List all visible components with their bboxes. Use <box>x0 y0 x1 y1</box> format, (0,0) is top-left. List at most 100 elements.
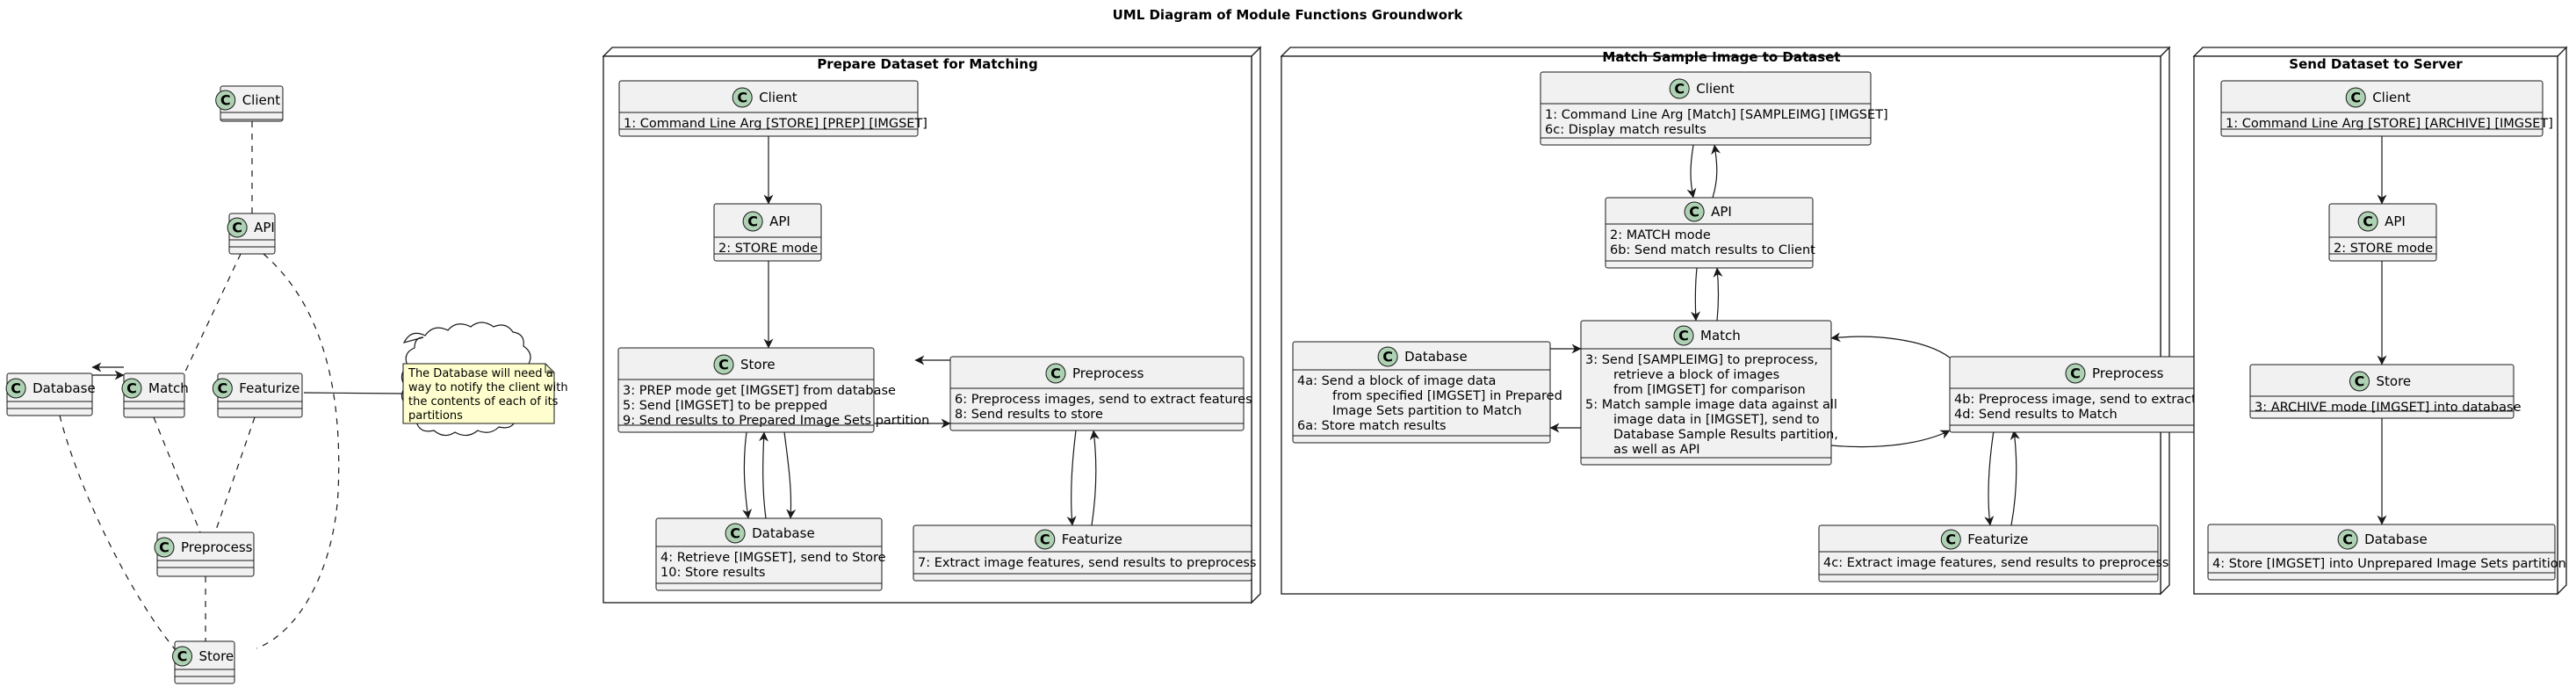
class-name: Client <box>1696 81 1735 97</box>
class-stereotype-icon <box>121 378 142 399</box>
class-name: API <box>1711 204 1732 220</box>
note-connector <box>303 392 403 394</box>
stereotype-letter: C <box>1945 532 1956 548</box>
class-stereotype-icon <box>2337 529 2358 550</box>
class-stereotype-icon <box>2357 211 2378 232</box>
class-stereotype-icon <box>172 646 192 667</box>
class-name: API <box>769 213 790 229</box>
class-stereotype-icon <box>1045 363 1066 384</box>
stereotype-letter: C <box>220 92 231 109</box>
stereotype-letter: C <box>232 220 242 236</box>
class-member: 1: Command Line Arg [Match] [SAMPLEIMG] … <box>1545 108 1888 122</box>
class-name: Preprocess <box>2092 365 2164 381</box>
class-name: Featurize <box>1062 532 1122 547</box>
link-api-match <box>184 253 242 374</box>
diagram-title: UML Diagram of Module Functions Groundwo… <box>1113 7 1464 23</box>
class-stereotype-icon <box>713 354 734 375</box>
class-stereotype-icon <box>2349 371 2370 392</box>
class-member: 4a: Send a block of image data <box>1297 374 1496 388</box>
frame-send-title: Send Dataset to Server <box>2289 56 2463 72</box>
class-name: API <box>2385 213 2406 229</box>
stereotype-letter: C <box>730 525 740 542</box>
class-member: as well as API <box>1613 443 1699 457</box>
class-name: Database <box>752 525 815 541</box>
class-member: 6a: Store match results <box>1297 419 1447 433</box>
class-member: 1: Command Line Arg [STORE] [PREP] [IMGS… <box>624 117 927 131</box>
class-name: Database <box>1404 349 1468 365</box>
class-stereotype-icon <box>725 523 746 544</box>
link-api-store <box>256 253 340 649</box>
class-member: 9: Send results to Prepared Image Sets p… <box>623 414 929 428</box>
class-name: Store <box>199 648 235 664</box>
class-stereotype-icon <box>1684 201 1705 222</box>
class-member: Database Sample Results partition, <box>1613 428 1838 442</box>
class-s-api: C API 2: STORE mode <box>2328 203 2437 262</box>
stereotype-letter: C <box>126 380 137 397</box>
class-stereotype-icon <box>1669 78 1690 99</box>
class-member: 4: Retrieve [IMGSET], send to Store <box>660 551 886 565</box>
class-stereotype-icon <box>227 217 248 238</box>
class-member: 7: Extract image features, send results … <box>918 556 1256 570</box>
class-stereotype-icon <box>742 211 763 232</box>
class-member: 6b: Send match results to Client <box>1610 243 1815 257</box>
class-member: 3: Send [SAMPLEIMG] to preprocess, <box>1585 353 1818 367</box>
link-featurize-preprocess <box>214 416 256 533</box>
class-p-store: C Store 3: PREP mode get [IMGSET] from dat… <box>617 347 929 433</box>
class-member: 10: Store results <box>660 566 765 580</box>
class-member: Image Sets partition to Match <box>1332 404 1522 418</box>
class-member: retrieve a block of images <box>1613 368 1779 382</box>
class-stereotype-icon <box>1377 346 1398 367</box>
class-member: image data in [IMGSET], send to <box>1613 413 1820 427</box>
stereotype-letter: C <box>2355 373 2365 390</box>
stereotype-letter: C <box>2363 213 2373 230</box>
class-stereotype-icon <box>1940 529 1961 550</box>
stereotype-letter: C <box>1040 532 1050 548</box>
class-name: API <box>254 220 275 235</box>
class-name: Client <box>2372 90 2411 105</box>
frame-prepare-title: Prepare Dataset for Matching <box>817 56 1037 72</box>
class-member: 4b: Preprocess image, send to extract fe… <box>1954 393 2253 407</box>
class-stereotype-icon <box>732 87 753 108</box>
note-line-4: partitions <box>408 409 463 423</box>
class-member: 6: Preprocess images, send to extract fe… <box>955 393 1252 407</box>
note-line-1: The Database will need a <box>408 367 553 380</box>
stereotype-letter: C <box>11 380 21 397</box>
stereotype-letter: C <box>1689 204 1699 221</box>
stereotype-letter: C <box>1382 349 1393 365</box>
class-member: 2: STORE mode <box>2334 242 2433 256</box>
note-line-3: the contents of each of its <box>408 395 559 409</box>
stereotype-letter: C <box>217 380 227 397</box>
class-ov-match: C Match <box>121 372 189 418</box>
stereotype-letter: C <box>2342 532 2353 548</box>
class-name: Store <box>2377 373 2412 389</box>
class-name: Database <box>2364 532 2428 547</box>
class-stereotype-icon <box>5 378 26 399</box>
stereotype-letter: C <box>718 357 729 373</box>
class-stereotype-icon <box>154 537 175 558</box>
class-member: 5: Send [IMGSET] to be prepped <box>623 399 827 413</box>
class-name: Match <box>148 380 189 396</box>
stereotype-letter: C <box>1678 328 1689 344</box>
class-member: 3: PREP mode get [IMGSET] from database <box>623 384 896 398</box>
stereotype-letter: C <box>177 648 188 665</box>
note-line-2: way to notify the client with <box>408 381 568 394</box>
class-stereotype-icon <box>1673 325 1694 346</box>
class-stereotype-icon <box>2065 363 2086 384</box>
class-stereotype-icon <box>215 90 236 111</box>
class-name: Store <box>740 357 776 372</box>
class-name: Client <box>759 90 797 105</box>
class-p-database: C Database 4: Retrieve [IMGSET], send to S… <box>655 517 886 591</box>
link-database-store <box>59 415 177 651</box>
